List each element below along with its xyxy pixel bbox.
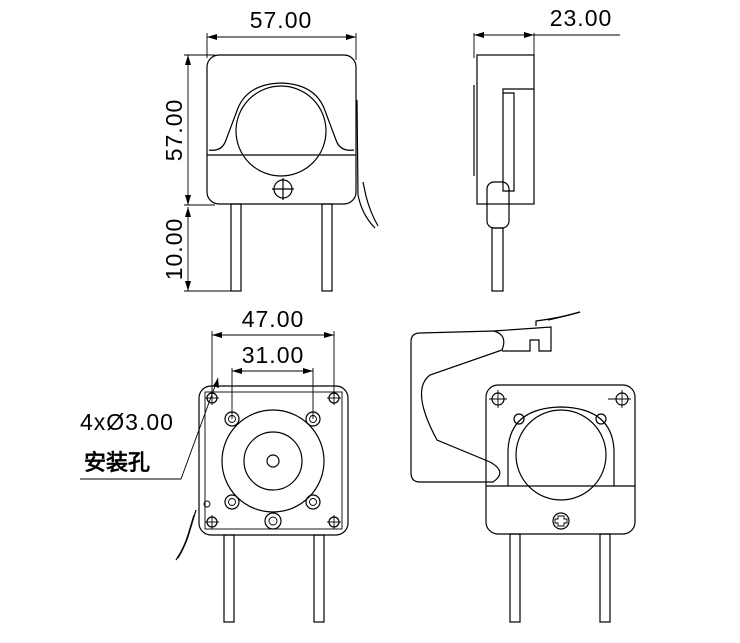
front-height-dim: 57.00 bbox=[161, 99, 187, 162]
open-cover-view bbox=[410, 311, 636, 623]
cover-outline bbox=[410, 330, 505, 483]
back-body-outline bbox=[198, 385, 349, 536]
outer-hole-spacing-dim: 47.00 bbox=[242, 306, 305, 332]
pump-body-outline bbox=[485, 384, 636, 535]
side-view: 23.00 bbox=[473, 5, 620, 292]
mounting-hole-icon bbox=[205, 391, 341, 529]
pump-body-outline bbox=[206, 54, 357, 205]
rotor-circle bbox=[515, 409, 607, 501]
screw-icon bbox=[552, 512, 570, 530]
side-body-outline bbox=[476, 54, 535, 205]
hole-callout: 4xØ3.00 bbox=[80, 409, 174, 435]
mounting-hole-label: 安装孔 bbox=[84, 450, 150, 476]
rotor-circle bbox=[235, 85, 327, 177]
side-depth-dim: 23.00 bbox=[550, 5, 613, 31]
front-tube-dim: 10.00 bbox=[161, 218, 187, 281]
back-view: 47.00 31.00 bbox=[80, 306, 349, 623]
inner-hole-spacing-dim: 31.00 bbox=[242, 342, 305, 368]
front-view: 57.00 57.00 10.00 bbox=[161, 7, 379, 292]
front-width-dim: 57.00 bbox=[250, 7, 313, 33]
